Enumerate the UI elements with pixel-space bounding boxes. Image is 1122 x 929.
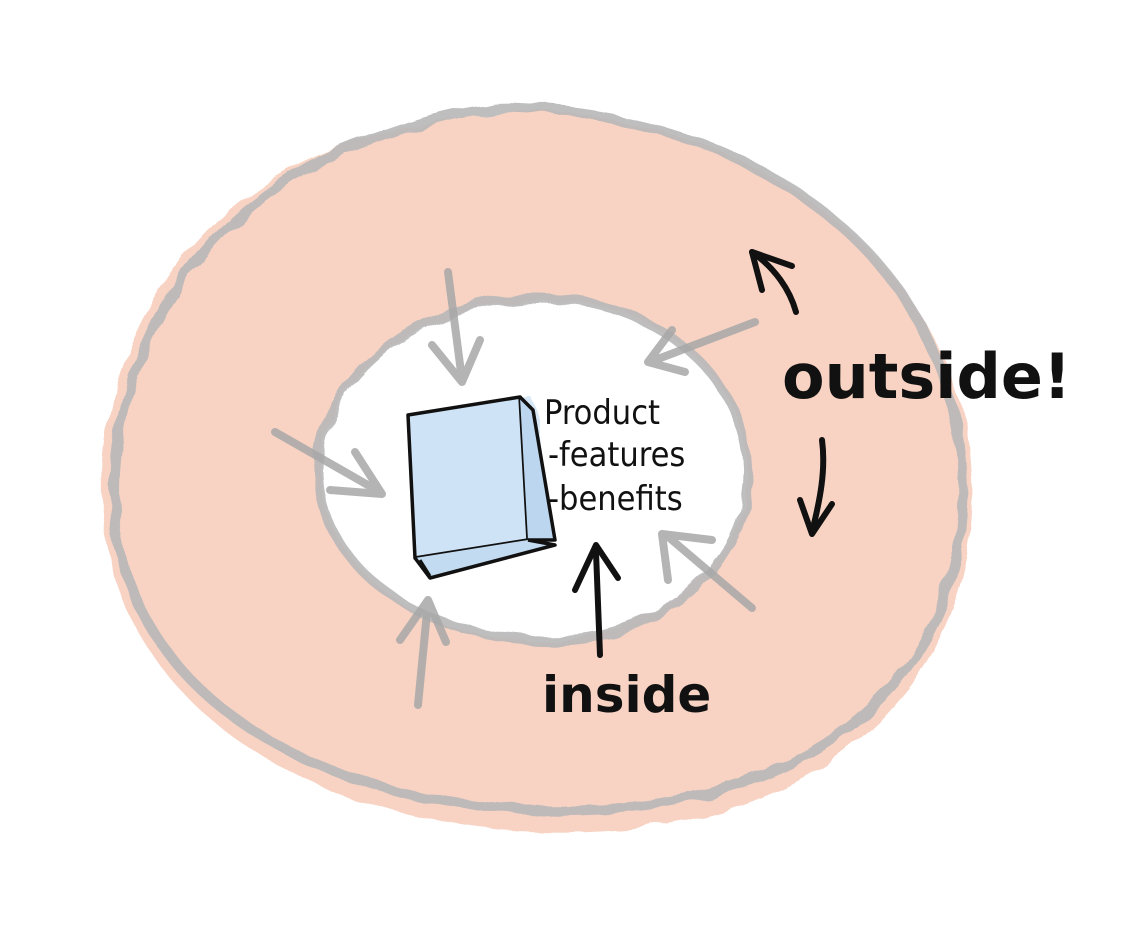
inward-arrow-top-right bbox=[646, 318, 759, 366]
box-icon bbox=[406, 395, 557, 580]
product-label: Product bbox=[544, 393, 660, 433]
benefits-label: -benefits bbox=[548, 479, 683, 519]
inward-arrow-left bbox=[271, 428, 384, 496]
outer-ring-fill bbox=[101, 111, 973, 833]
outside-arrows bbox=[749, 249, 835, 537]
outside-label: outside! bbox=[782, 340, 1071, 413]
inside-label: inside bbox=[542, 666, 711, 724]
inside-arrow bbox=[572, 542, 621, 658]
outer-ellipse-outline bbox=[109, 102, 968, 816]
inward-arrow-bottom-right bbox=[662, 531, 756, 612]
inward-arrow-top bbox=[444, 268, 466, 384]
inward-arrows bbox=[271, 268, 759, 709]
inner-ellipse-outline bbox=[313, 293, 753, 645]
outside-arrow-down bbox=[809, 437, 827, 535]
inward-arrow-bottom-left bbox=[414, 598, 432, 709]
features-label: -features bbox=[548, 435, 685, 475]
